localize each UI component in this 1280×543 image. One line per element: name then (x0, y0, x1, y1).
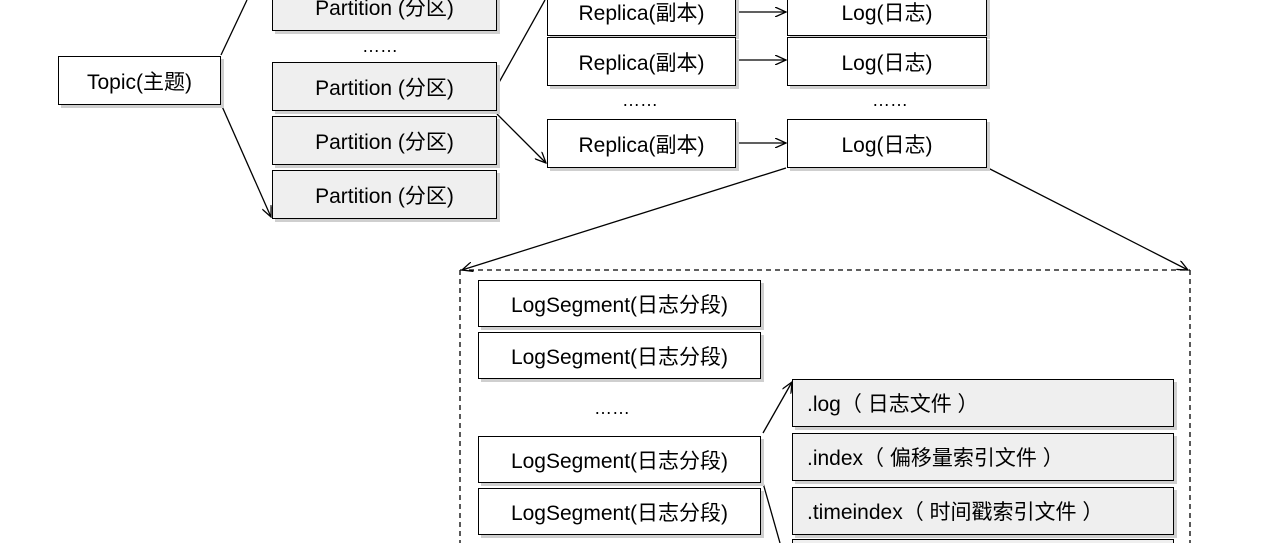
segment-file-timeindex: .timeindex（ 时间戳索引文件 ） (792, 487, 1174, 535)
partition-node: Partition (分区) (272, 116, 497, 165)
partition-node: Partition (分区) (272, 0, 497, 31)
replica-ellipsis: …… (622, 90, 658, 110)
replica-node: Replica(副本) (547, 0, 736, 36)
segment-to-files-bottom-line (762, 482, 781, 543)
log-segment-node: LogSegment(日志分段) (478, 332, 761, 379)
log-node: Log(日志) (787, 0, 987, 36)
partition-ellipsis: …… (362, 36, 398, 56)
log-node: Log(日志) (787, 37, 987, 86)
segment-file-log: .log（ 日志文件 ） (792, 379, 1174, 427)
log-segment-ellipsis: …… (594, 398, 630, 418)
partition-to-replica-top-line (496, 0, 546, 87)
topic-to-partition-bottom-arrow (220, 103, 271, 217)
log-expand-left-arrow (462, 167, 787, 270)
partition-to-replica-bottom-arrow (496, 113, 546, 163)
segment-to-files-top-arrow (762, 382, 792, 434)
log-expand-right-arrow (987, 167, 1188, 270)
log-segment-node: LogSegment(日志分段) (478, 436, 761, 483)
log-node: Log(日志) (787, 119, 987, 168)
segment-file-index: .index（ 偏移量索引文件 ） (792, 433, 1174, 481)
topic-node: Topic(主题) (58, 56, 221, 105)
log-segment-node: LogSegment(日志分段) (478, 488, 761, 535)
partition-node: Partition (分区) (272, 62, 497, 111)
topic-to-partition-top-line (220, 0, 248, 56)
partition-node: Partition (分区) (272, 170, 497, 219)
segment-container-dashed (459, 269, 1191, 543)
log-segment-node: LogSegment(日志分段) (478, 280, 761, 327)
segment-file-cut-off (792, 539, 1174, 543)
replica-node: Replica(副本) (547, 119, 736, 168)
replica-node: Replica(副本) (547, 37, 736, 86)
log-ellipsis: …… (872, 90, 908, 110)
